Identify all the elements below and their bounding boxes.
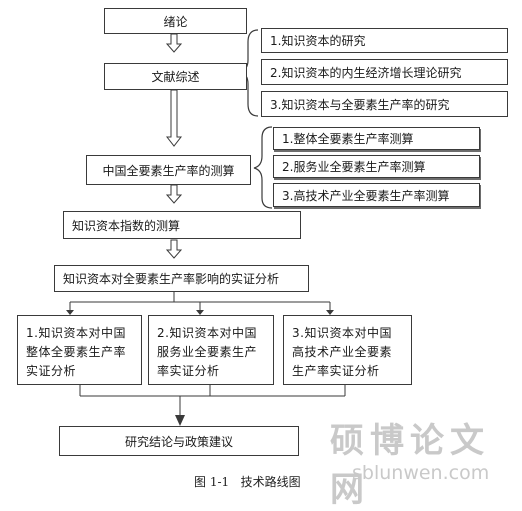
watermark-url: sblunwen.com [352,462,490,484]
conclusion-label: 研究结论与政策建议 [124,434,233,449]
arrow-kc-to-empirical [166,239,182,259]
tfp-item-1: 1.整体全要素生产率测算 [273,127,480,150]
fork-arrowheads [66,310,334,315]
empirical-label: 知识资本对全要素生产率影响的实证分析 [63,272,280,286]
brace-tfp [253,126,273,209]
empirical-item-2: 2.知识资本对中国服务业全要素生产率实证分析 [148,315,274,385]
empirical-box: 知识资本对全要素生产率影响的实证分析 [54,265,309,292]
empirical-item-1: 1.知识资本对中国整体全要素生产率实证分析 [17,315,142,385]
review-item-1-label: 1.知识资本的研究 [270,34,366,48]
merge-connector [79,385,346,416]
intro-label: 绪论 [163,14,188,29]
review-item-2: 2.知识资本的内生经济增长理论研究 [261,59,508,85]
tfp-measure-label: 中国全要素生产率的测算 [102,163,235,178]
tfp-item-2: 2.服务业全要素生产率测算 [273,155,480,178]
tfp-item-1-label: 1.整体全要素生产率测算 [282,132,414,146]
review-item-3: 3.知识资本与全要素生产率的研究 [261,91,508,117]
review-label: 文献综述 [151,70,200,84]
review-item-2-label: 2.知识资本的内生经济增长理论研究 [270,65,462,80]
empirical-item-3: 3.知识资本对中国高技术产业全要素生产率实证分析 [283,315,412,385]
arrow-tfp-to-kc [166,184,182,204]
empirical-item-3-label: 3.知识资本对中国高技术产业全要素生产率实证分析 [292,326,393,378]
figure-caption: 图 1-1 技术路线图 [194,475,301,489]
review-item-3-label: 3.知识资本与全要素生产率的研究 [270,97,450,112]
tfp-item-2-label: 2.服务业全要素生产率测算 [282,160,426,174]
tfp-item-3: 3.高技术产业全要素生产率测算 [273,183,480,207]
empirical-item-1-label: 1.知识资本对中国整体全要素生产率实证分析 [26,326,127,378]
kc-index-box: 知识资本指数的测算 [63,211,301,239]
conclusion-box: 研究结论与政策建议 [59,426,299,456]
review-item-1: 1.知识资本的研究 [261,28,508,53]
intro-box: 绪论 [104,8,247,34]
empirical-item-2-label: 2.知识资本对中国服务业全要素生产率实证分析 [157,326,258,378]
arrow-review-to-tfp [165,89,183,147]
connector-lines [66,29,346,426]
tfp-measure-box: 中国全要素生产率的测算 [86,155,251,185]
arrow-intro-to-review [166,33,182,53]
review-box: 文献综述 [104,63,247,90]
kc-index-label: 知识资本指数的测算 [72,218,181,233]
merge-arrowhead [175,415,185,426]
tfp-item-3-label: 3.高技术产业全要素生产率测算 [282,188,450,203]
